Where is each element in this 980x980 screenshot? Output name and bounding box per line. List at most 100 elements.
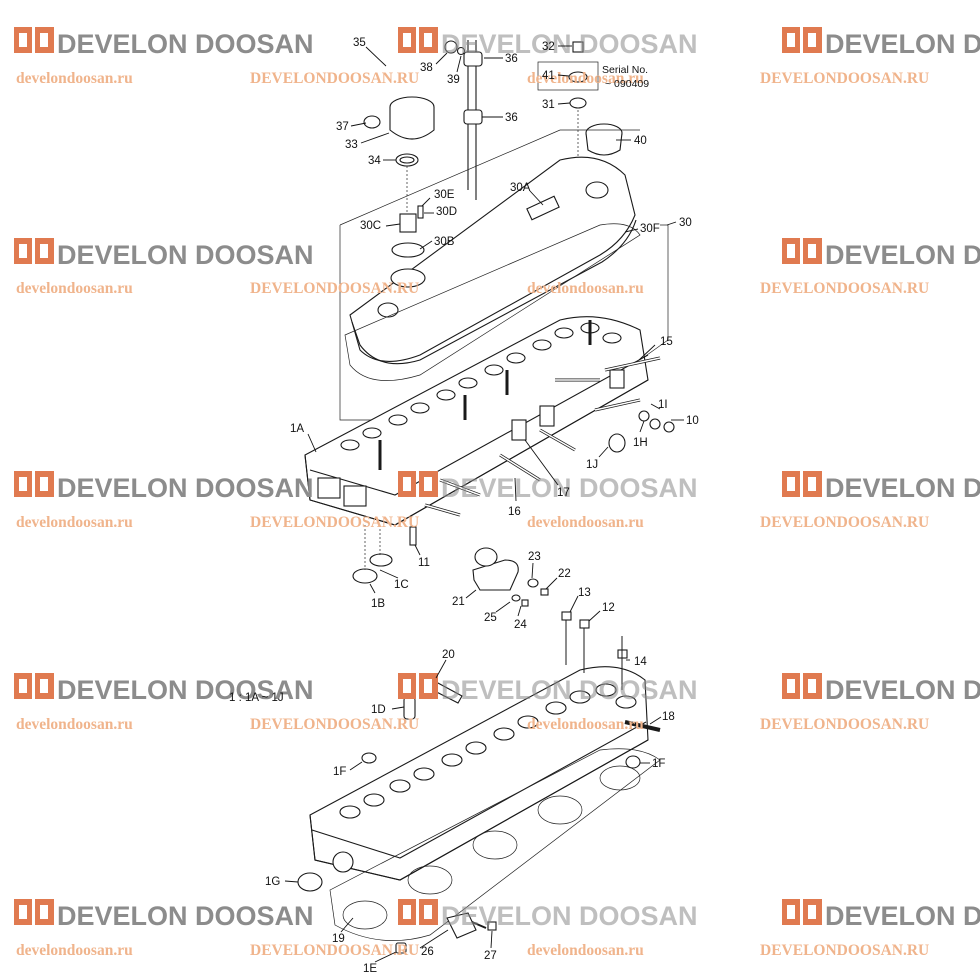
callout-36: 36: [505, 53, 518, 65]
logo-icon: [14, 899, 54, 925]
watermark-row-1: DEVELON DOOSAN develondoosan.ru DEVELON …: [14, 27, 980, 87]
serial-value: ~ 090409: [605, 78, 649, 90]
logo-icon: [782, 27, 822, 53]
watermark-url: develondoosan.ru: [527, 280, 644, 297]
callout-1G: 1G: [265, 876, 280, 888]
watermark-brand: DEVELON DOOSAN: [441, 29, 698, 59]
watermark-url: develondoosan.ru: [527, 942, 644, 959]
watermark-brand: DEVELON DOOSAN: [57, 240, 314, 270]
watermark-brand: DEVELON DOOSAN: [441, 473, 698, 503]
callout-1D: 1D: [371, 704, 386, 716]
callout-25: 25: [484, 612, 497, 624]
callout-15: 15: [660, 336, 673, 348]
callout-34: 34: [368, 155, 381, 167]
callout-32: 32: [542, 41, 555, 53]
watermark-url: DEVELONDOOSAN.RU: [250, 70, 419, 87]
logo-icon: [398, 899, 438, 925]
watermark-brand: DEVELON DOOSAN: [441, 675, 698, 705]
callout-24: 24: [514, 619, 527, 631]
watermark-url: DEVELONDOOSAN.RU: [760, 280, 929, 297]
watermark-url: develondoosan.ru: [527, 514, 644, 531]
watermark-url: develondoosan.ru: [16, 942, 133, 959]
callout-1B: 1B: [371, 598, 385, 610]
watermark-row-3: DEVELON DOOSAN develondoosan.ru DEVELON …: [14, 471, 980, 531]
callout-1E: 1E: [363, 963, 377, 975]
logo-icon: [782, 471, 822, 497]
cylinder-head-lower: [297, 611, 661, 954]
callout-30E: 30E: [434, 189, 455, 201]
callout-20: 20: [442, 649, 455, 661]
watermark-brand: DEVELON DOOSAN: [57, 901, 314, 931]
callout-30A: 30A: [510, 182, 531, 194]
logo-icon: [14, 27, 54, 53]
callout-26: 26: [421, 946, 434, 958]
callout-35: 35: [353, 37, 366, 49]
logo-icon: [782, 238, 822, 264]
watermark-brand: DEVELON DOOSAN: [441, 901, 698, 931]
watermark-url: DEVELONDOOSAN.RU: [250, 514, 419, 531]
watermark-url: DEVELONDOOSAN.RU: [760, 716, 929, 733]
watermark-row-5: DEVELON DOOSAN develondoosan.ru DEVELON …: [14, 899, 980, 959]
watermark-url: DEVELONDOOSAN.RU: [250, 716, 419, 733]
callout-13: 13: [578, 587, 591, 599]
callout-21: 21: [452, 596, 465, 608]
logo-icon: [14, 673, 54, 699]
callout-16: 16: [508, 506, 521, 518]
callout-1C: 1C: [394, 579, 409, 591]
callout-22: 22: [558, 568, 571, 580]
serial-label: Serial No.: [602, 64, 648, 76]
callout-30C: 30C: [360, 220, 381, 232]
callout-1F: 1F: [652, 758, 665, 770]
ratio-note: 1 : 1A ~ 1J: [229, 692, 284, 704]
callout-37: 37: [336, 121, 349, 133]
watermark-brand: DEVELON DOOSAN: [825, 675, 980, 705]
callout-39: 39: [447, 74, 460, 86]
callout-30D: 30D: [436, 206, 457, 218]
logo-icon: [14, 471, 54, 497]
watermark-url: DEVELONDOOSAN.RU: [760, 70, 929, 87]
watermark-url: develondoosan.ru: [527, 70, 644, 87]
watermark-brand: DEVELON DOOSAN: [825, 473, 980, 503]
callout-31: 31: [542, 99, 555, 111]
watermark-brand: DEVELON DOOSAN: [57, 675, 314, 705]
callout-38: 38: [420, 62, 433, 74]
logo-icon: [782, 673, 822, 699]
logo-icon: [398, 471, 438, 497]
callout-33: 33: [345, 139, 358, 151]
callout-30F: 30F: [640, 223, 660, 235]
watermark-brand: DEVELON DOOSAN: [825, 901, 980, 931]
watermark-brand: DEVELON DOOSAN: [57, 473, 314, 503]
callout-18: 18: [662, 711, 675, 723]
watermark-row-4: DEVELON DOOSAN develondoosan.ru DEVELON …: [14, 673, 980, 733]
watermark-url: DEVELONDOOSAN.RU: [760, 942, 929, 959]
callout-19: 19: [332, 933, 345, 945]
watermark-url: DEVELONDOOSAN.RU: [760, 514, 929, 531]
callout-1H: 1H: [633, 437, 648, 449]
callout-17: 17: [557, 487, 570, 499]
watermark-url: develondoosan.ru: [16, 70, 133, 87]
callout-36: 36: [505, 112, 518, 124]
callout-1J: 1J: [586, 459, 598, 471]
watermark-brand: DEVELON DOOSAN: [825, 240, 980, 270]
logo-icon: [398, 27, 438, 53]
rocker-cover-assembly: [333, 9, 669, 421]
callout-14: 14: [634, 656, 647, 668]
watermark-url: develondoosan.ru: [527, 716, 644, 733]
watermark-url: develondoosan.ru: [16, 716, 133, 733]
cylinder-head-upper: [304, 316, 675, 607]
watermark-url: DEVELONDOOSAN.RU: [250, 942, 419, 959]
callout-12: 12: [602, 602, 615, 614]
callout-40: 40: [634, 135, 647, 147]
callout-23: 23: [528, 551, 541, 563]
callout-1A: 1A: [290, 423, 304, 435]
callout-1F: 1F: [333, 766, 346, 778]
logo-icon: [782, 899, 822, 925]
callout-27: 27: [484, 950, 497, 962]
callout-1I: 1I: [658, 399, 668, 411]
callout-11: 11: [418, 557, 430, 569]
leader-lines: [284, 45, 684, 963]
watermark-url: develondoosan.ru: [16, 514, 133, 531]
watermark-brand: DEVELON DOOSAN: [825, 29, 980, 59]
callout-30: 30: [679, 217, 692, 229]
watermark-url: develondoosan.ru: [16, 280, 133, 297]
